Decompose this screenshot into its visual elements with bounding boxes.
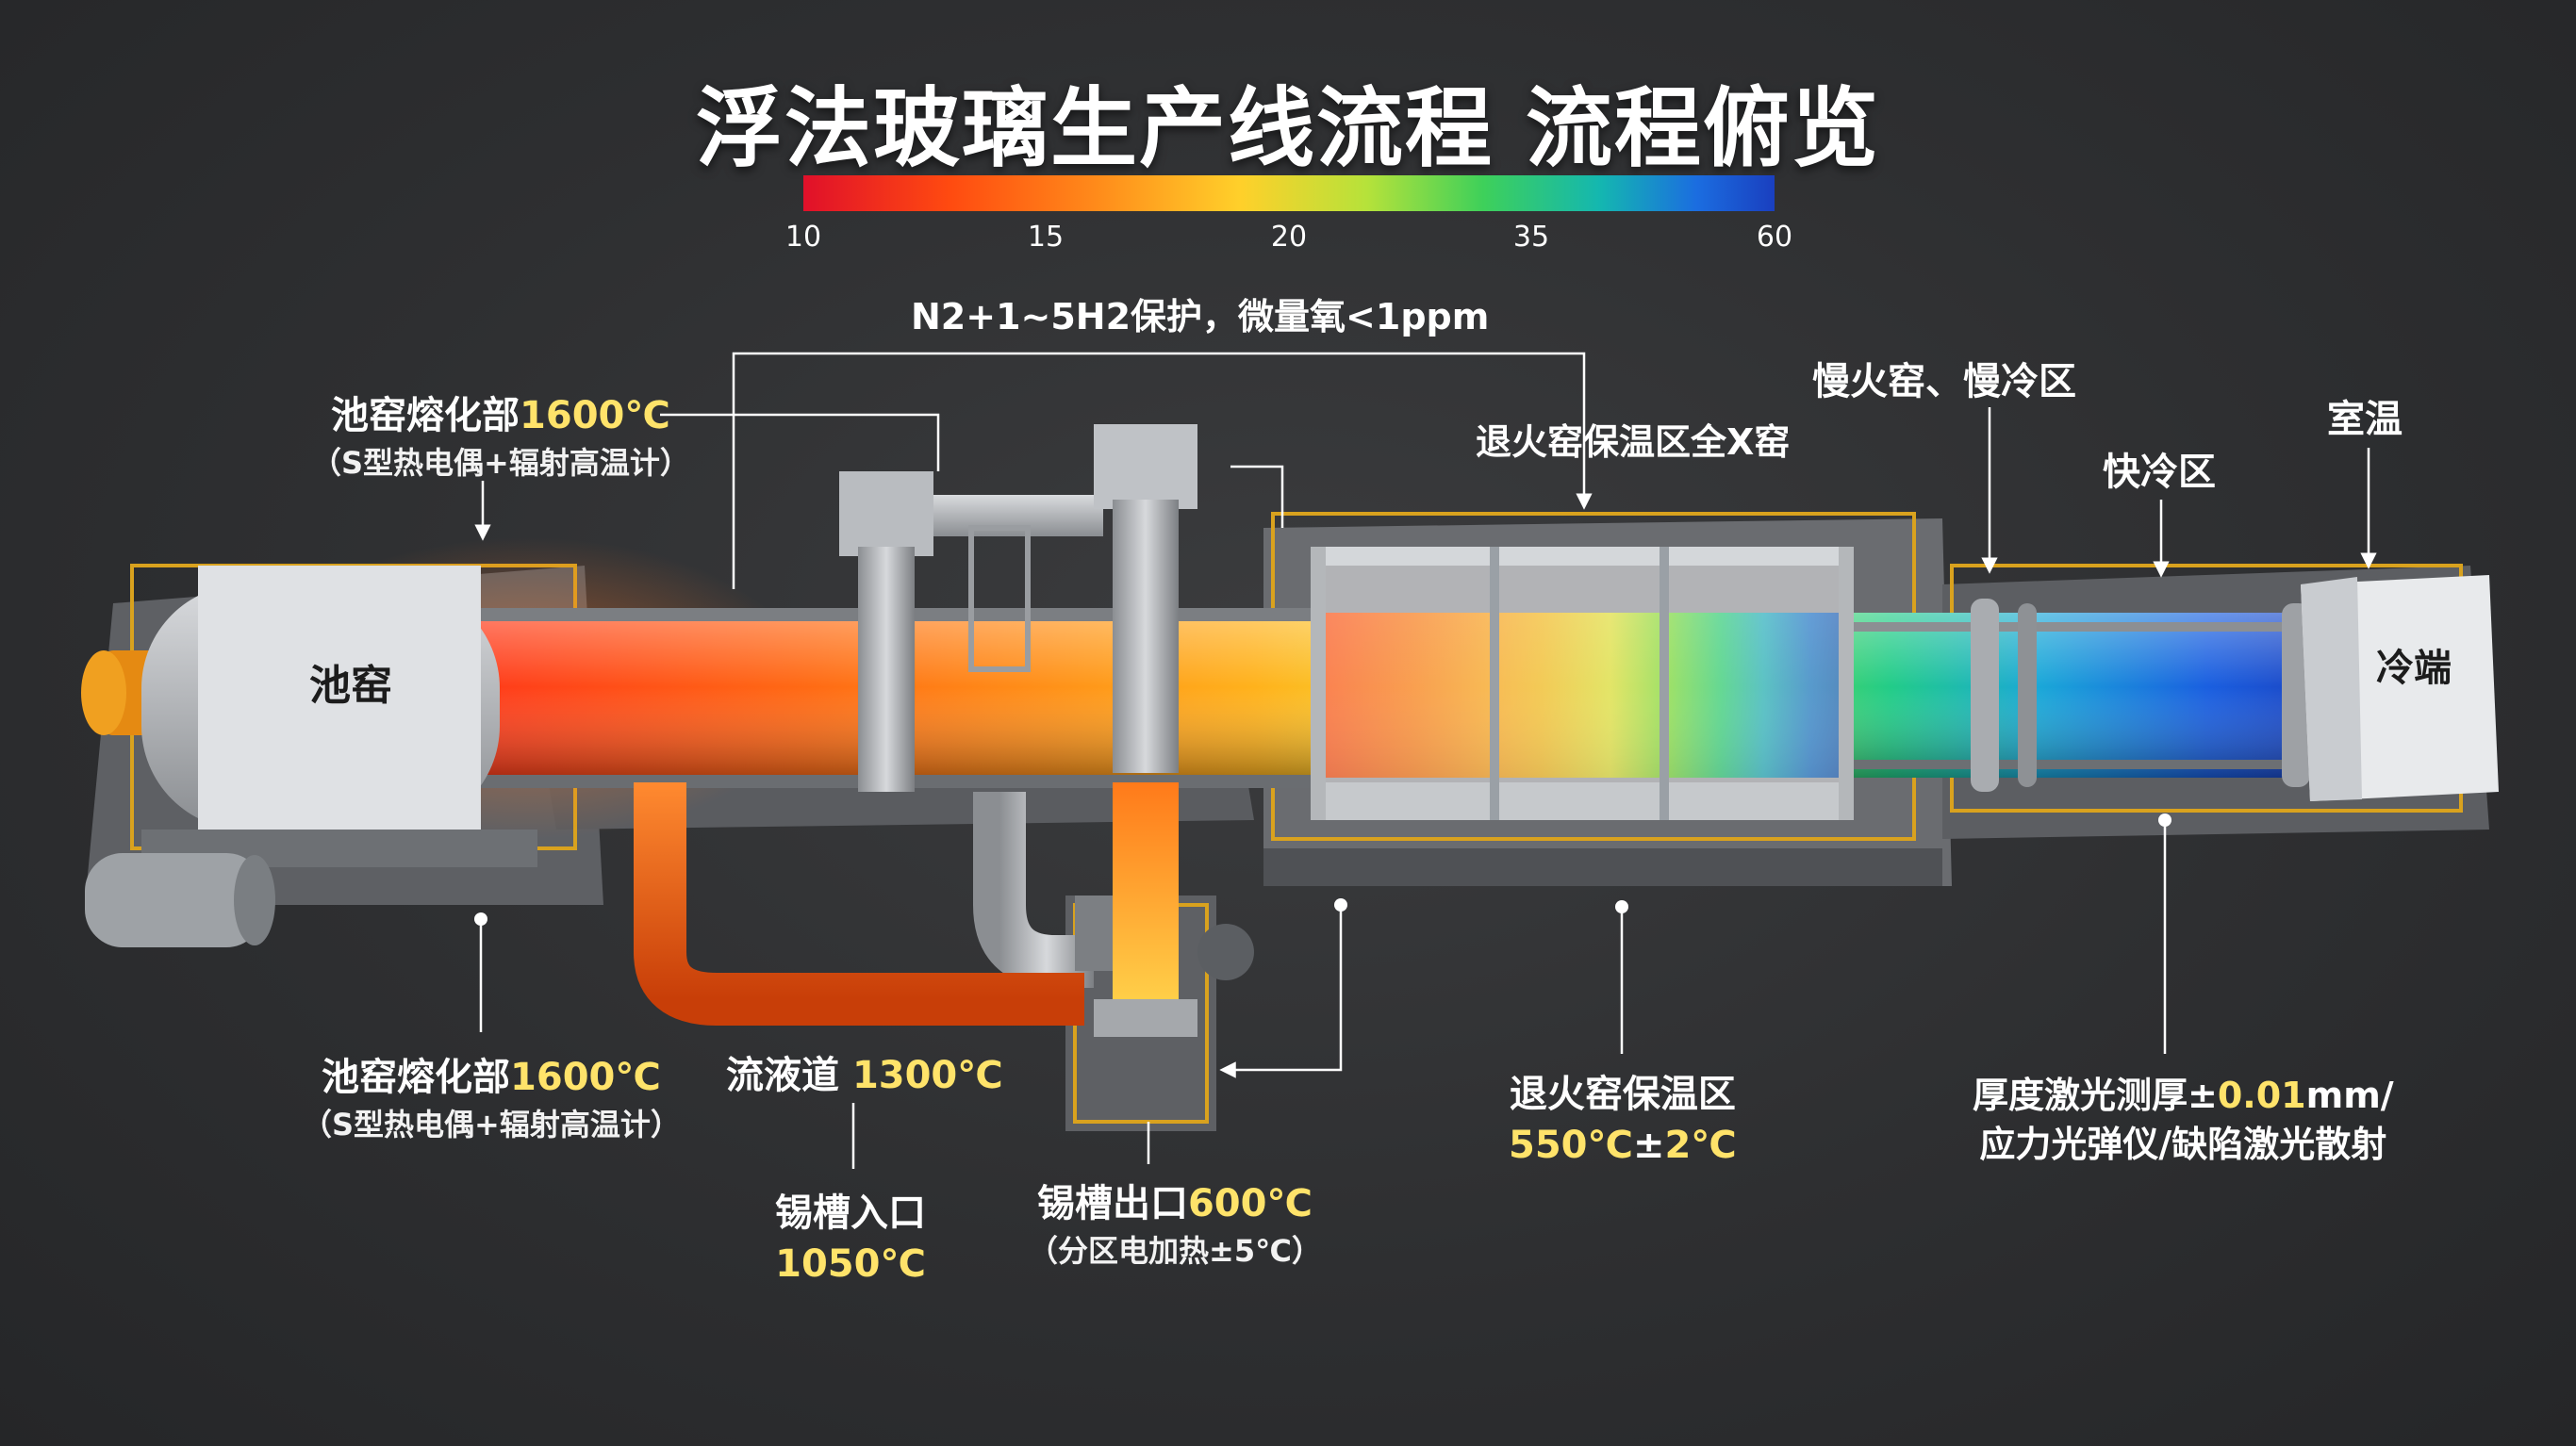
annealing-bottom-temp2: 2℃ [1664,1124,1737,1167]
colorbar-tick: 10 [784,221,822,254]
label-slow-cool: 慢火窑、慢冷区 [1812,360,2076,403]
cold-end-box [2301,575,2499,801]
furnace-top-temp: 1600℃ [520,394,670,437]
measure-line1a: 厚度激光测厚± [1973,1075,2218,1116]
label-furnace-top: 池窑熔化部1600℃ （S型热电偶+辐射高温计） [311,385,690,483]
cold-end-label: 冷端 [2376,647,2452,690]
label-tin-outlet: 锡槽出口600℃ （分区电加热±5℃） [1028,1173,1322,1271]
colorbar-tick: 20 [1270,221,1308,254]
colorbar-tick: 60 [1756,221,1793,254]
label-annealing-bottom: 退火窑保温区 550℃±2℃ [1509,1069,1737,1171]
tin-outlet-name: 锡槽出口 [1036,1182,1188,1225]
flow-channel-name: 流液道 [726,1054,852,1097]
measure-line1b: 0.01 [2217,1075,2306,1116]
furnace-label: 池窑 [309,662,392,710]
tin-outlet-temp: 600℃ [1187,1182,1313,1225]
label-flow-channel: 流液道 1300℃ [726,1044,1003,1099]
label-furnace-bottom: 池窑熔化部1600℃ （S型热电偶+辐射高温计） [302,1046,681,1144]
hot-glass-pipes [634,782,1197,1037]
label-room-temp: 室温 [2327,398,2403,441]
label-measurement: 厚度激光测厚±0.01mm/ 应力光弹仪/缺陷激光散射 [1973,1071,2394,1169]
annealing-bottom-temp1: 550℃ [1509,1124,1633,1167]
label-annealing-top: 退火窑保温区全X窑 [1476,421,1791,463]
leader-lines [474,352,2377,1169]
furnace-bottom-temp: 1600℃ [510,1056,661,1099]
cold-end-flanges [1971,599,2310,792]
label-fast-cool: 快冷区 [2103,451,2216,494]
tin-bath-pipes [839,424,1254,988]
annealing-lehr [1311,547,1854,820]
atmosphere-note: N2+1~5H2保护，微量氧<1ppm [911,296,1490,337]
tin-inlet-temp: 1050℃ [775,1242,926,1286]
colorbar-tick: 35 [1512,221,1550,254]
furnace-top-name: 池窑熔化部 [331,394,520,437]
annealing-bottom-sep: ± [1632,1124,1665,1167]
tin-outlet-sub: （分区电加热±5℃） [1028,1233,1322,1269]
furnace-bottom-sub: （S型热电偶+辐射高温计） [302,1107,681,1142]
leader-dots [474,813,2171,926]
colorbar-tick: 15 [1027,221,1065,254]
flow-channel-temp: 1300℃ [851,1054,1003,1097]
furnace-top-sub: （S型热电偶+辐射高温计） [311,445,690,481]
tin-inlet-name: 锡槽入口 [775,1191,926,1235]
furnace [81,566,537,947]
label-tin-inlet: 锡槽入口 1050℃ [775,1188,926,1290]
furnace-bottom-name: 池窑熔化部 [322,1056,511,1099]
annealing-bottom-name: 退火窑保温区 [1509,1073,1736,1116]
measure-line2: 应力光弹仪/缺陷激光散射 [1979,1124,2387,1165]
temperature-colorbar [803,175,1775,211]
measure-line1c: mm/ [2305,1075,2394,1116]
page-title: 浮法玻璃生产线流程 流程俯览 [695,78,1881,179]
